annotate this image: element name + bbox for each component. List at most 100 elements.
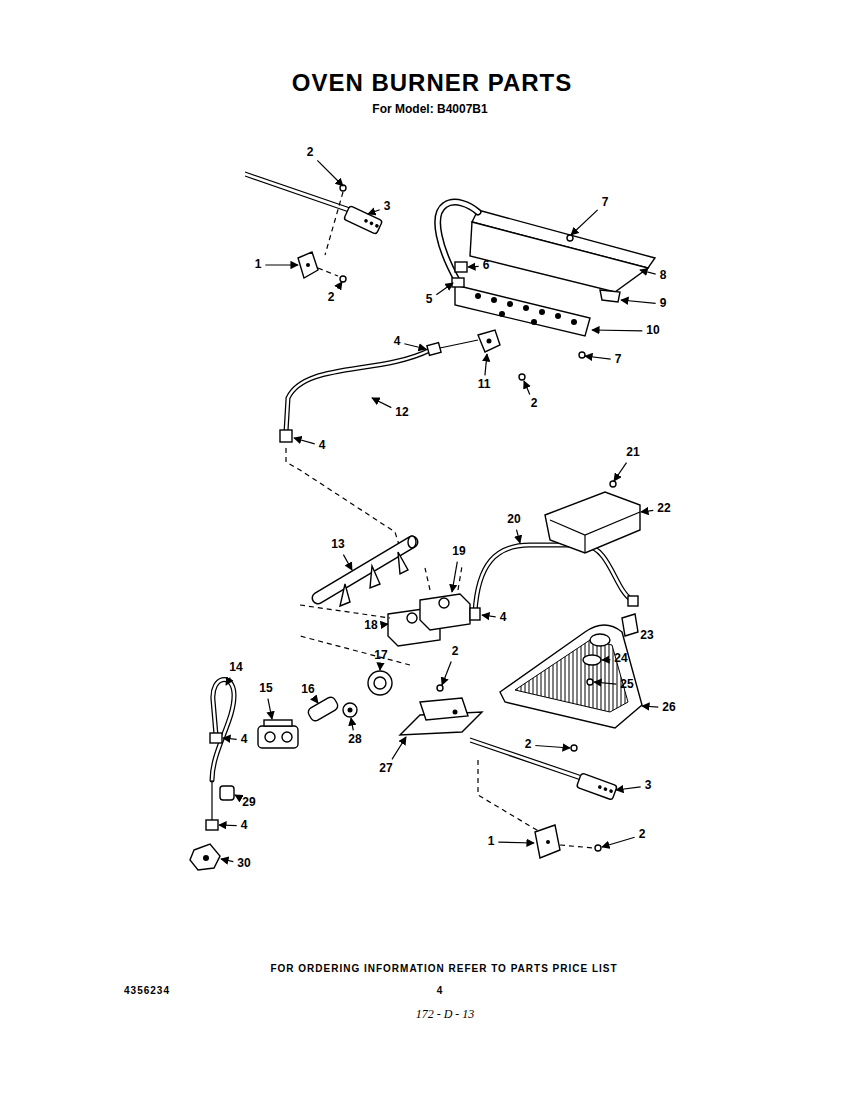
bracket xyxy=(546,840,550,844)
oven-burner xyxy=(500,625,642,728)
leader-arrow xyxy=(219,824,237,826)
manifold xyxy=(408,536,416,548)
oven-burner xyxy=(590,634,610,646)
callout-number: 4 xyxy=(240,819,249,832)
shield xyxy=(545,492,640,553)
leader-arrow xyxy=(602,837,635,847)
callout-number: 4 xyxy=(499,611,508,624)
screw xyxy=(340,276,346,282)
callout-number: 7 xyxy=(614,353,623,366)
valve-fitting xyxy=(203,855,209,861)
orifice xyxy=(587,679,593,685)
note-text: 4356234 xyxy=(124,985,170,996)
leader-arrow xyxy=(468,266,479,268)
broil-burner xyxy=(455,285,590,336)
gas-tube xyxy=(628,596,638,606)
igniter-lower xyxy=(576,773,617,800)
nipple xyxy=(307,695,340,722)
igniter-lower xyxy=(609,789,614,794)
valve xyxy=(420,594,470,630)
regulator xyxy=(265,732,275,742)
manifold xyxy=(398,552,408,574)
parts-illustration xyxy=(300,566,462,665)
screw xyxy=(610,481,616,487)
gas-tube xyxy=(470,608,480,620)
leader-arrow xyxy=(641,510,653,512)
valve-fitting xyxy=(190,844,220,870)
screw xyxy=(579,352,585,358)
callout-number: 10 xyxy=(645,324,660,337)
callout-number: 2 xyxy=(530,397,539,410)
broil-burner xyxy=(555,313,561,319)
note-text: For Model: B4007B1 xyxy=(372,103,487,116)
callout-number: 2 xyxy=(306,146,315,159)
leader-arrow xyxy=(436,283,453,295)
leader-arrow xyxy=(235,795,238,797)
leader-arrow xyxy=(452,562,457,592)
leader-arrow xyxy=(317,160,343,186)
callout-number: 15 xyxy=(258,682,273,695)
igniter-lower xyxy=(598,785,603,790)
note-text: 172 - D - 13 xyxy=(416,1008,475,1021)
nut xyxy=(374,677,386,689)
callout-number: 2 xyxy=(327,291,336,304)
leader-arrow xyxy=(294,438,315,444)
leader-arrow xyxy=(602,659,610,661)
leader-arrow xyxy=(614,463,626,481)
orifice xyxy=(583,655,601,685)
leader-arrow xyxy=(485,354,487,375)
leader-arrow xyxy=(372,398,391,408)
regulator xyxy=(258,720,298,748)
fitting xyxy=(348,708,353,713)
valve-fitting xyxy=(190,844,220,870)
callout-number: 18 xyxy=(363,619,378,632)
leader-arrow xyxy=(315,700,318,703)
callout-number: 25 xyxy=(619,678,634,691)
igniter-lower xyxy=(576,773,617,800)
callout-number: 20 xyxy=(506,513,521,526)
callout-number: 2 xyxy=(451,645,460,658)
leader-arrow xyxy=(535,746,570,748)
valve xyxy=(388,594,470,646)
gas-tube xyxy=(475,545,632,612)
burner-tube xyxy=(438,202,478,287)
callout-number: 7 xyxy=(601,196,610,209)
diagram-title: OVEN BURNER PARTS xyxy=(292,70,573,96)
callout-number: 27 xyxy=(378,762,393,775)
gas-tube xyxy=(280,430,292,442)
leader-arrow xyxy=(592,329,642,331)
callout-number: 4 xyxy=(240,733,249,746)
callout-number: 1 xyxy=(254,258,263,271)
callout-number: 26 xyxy=(661,701,676,714)
bracket xyxy=(298,252,318,278)
oven-burner xyxy=(515,640,628,712)
broil-burner xyxy=(507,301,513,307)
callout-number: 29 xyxy=(241,796,256,809)
callout-number: 1 xyxy=(487,835,496,848)
igniter-upper xyxy=(344,206,383,235)
screw xyxy=(437,685,601,851)
screw xyxy=(519,235,585,380)
igniter-upper xyxy=(369,221,374,226)
gas-tube xyxy=(280,340,478,442)
callout-number: 23 xyxy=(639,629,654,642)
leader-arrow xyxy=(594,682,616,684)
broil-burner xyxy=(491,297,497,303)
callout-number: 4 xyxy=(318,439,327,452)
callout-number: 2 xyxy=(638,828,647,841)
callout-number: 17 xyxy=(373,649,388,662)
igniter-upper xyxy=(245,172,383,234)
leader-arrow xyxy=(616,787,641,790)
burner-tube xyxy=(455,262,467,272)
parts-illustration xyxy=(286,448,400,548)
callout-number: 28 xyxy=(347,733,362,746)
leader-arrow xyxy=(571,210,598,235)
parts-illustration xyxy=(318,192,343,276)
manifold xyxy=(370,566,380,588)
shield xyxy=(545,492,640,553)
nipple xyxy=(307,695,340,722)
gas-tube xyxy=(212,680,234,780)
callout-number: 2 xyxy=(524,738,533,751)
